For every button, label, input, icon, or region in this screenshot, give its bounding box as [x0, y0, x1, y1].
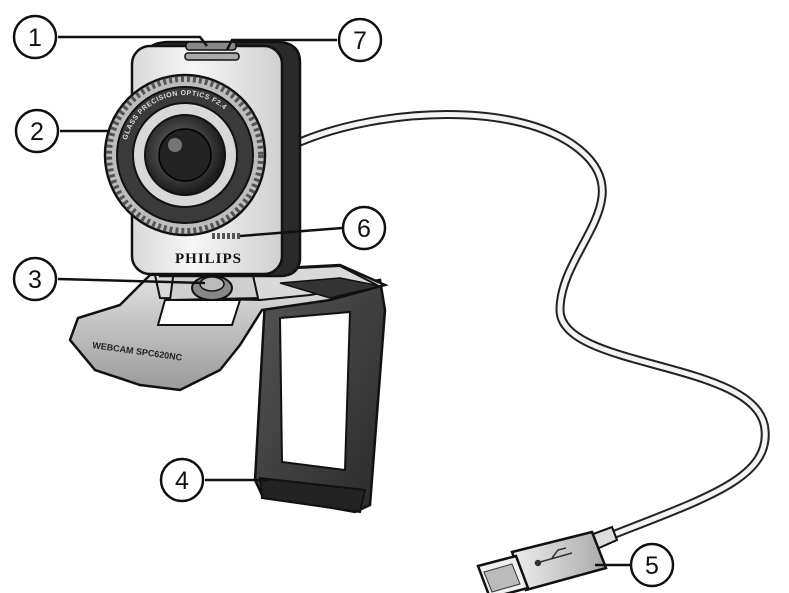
led-strip — [185, 53, 239, 60]
svg-text:7: 7 — [353, 27, 367, 55]
callout-5: 5 — [631, 544, 673, 586]
callout-4: 4 — [161, 459, 203, 501]
svg-text:3: 3 — [28, 266, 42, 294]
svg-text:5: 5 — [645, 552, 659, 580]
camera-body: GLASS PRECISION OPTICS F2.4 PHILIPS — [105, 42, 300, 276]
svg-text:2: 2 — [30, 118, 44, 146]
brand-logo: PHILIPS — [175, 251, 242, 267]
svg-text:1: 1 — [28, 24, 42, 52]
svg-text:6: 6 — [357, 215, 371, 243]
svg-text:4: 4 — [175, 467, 189, 495]
monitor-clip — [255, 280, 385, 512]
callout-1: 1 — [14, 16, 56, 58]
callout-2: 2 — [16, 110, 58, 152]
usb-plug — [478, 527, 617, 593]
callout-7: 7 — [339, 19, 381, 61]
callout-3: 3 — [14, 258, 56, 300]
callout-6: 6 — [343, 207, 385, 249]
